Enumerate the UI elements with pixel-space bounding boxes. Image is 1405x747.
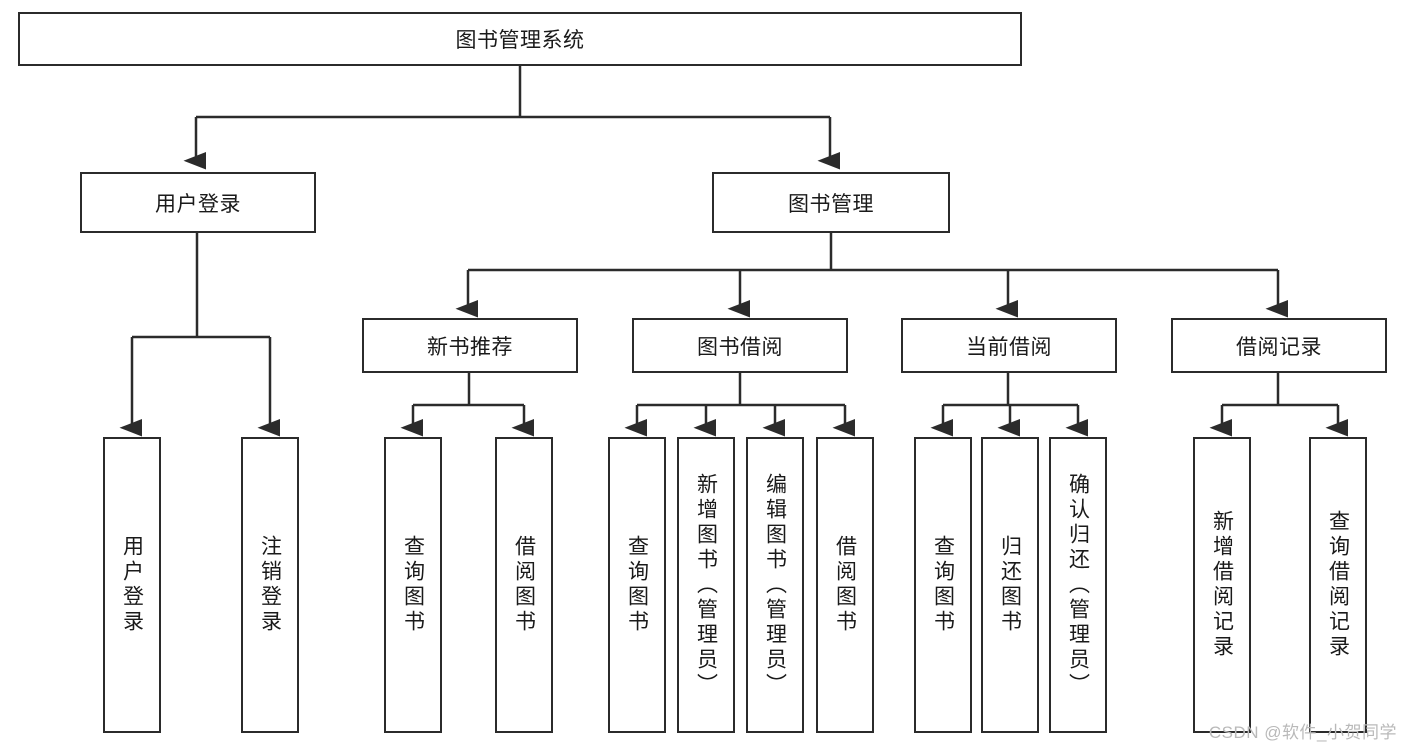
node-label: 用户登录 <box>155 192 241 216</box>
watermark: CSDN @软件_小贺同学 <box>1208 723 1397 742</box>
node-label: 借阅记录 <box>1236 335 1322 359</box>
node-label: 图书管理系统 <box>455 29 585 52</box>
node-label: 当前借阅 <box>966 335 1052 359</box>
leaf-user-login[interactable]: 用户登录 <box>103 437 161 733</box>
node-book-management[interactable]: 图书管理 <box>712 172 950 233</box>
leaf-query-borrow-record[interactable]: 查询借阅记录 <box>1309 437 1367 733</box>
leaf-query-book-borrow[interactable]: 查询图书 <box>608 437 666 733</box>
node-label: 查询图书 <box>401 535 425 635</box>
node-label: 查询图书 <box>931 535 955 635</box>
node-label: 查询借阅记录 <box>1326 510 1350 660</box>
node-label: 归还图书 <box>998 535 1022 635</box>
node-label: 用户登录 <box>120 535 144 635</box>
node-user-login[interactable]: 用户登录 <box>80 172 316 233</box>
leaf-borrow-book-recommend[interactable]: 借阅图书 <box>495 437 553 733</box>
leaf-query-book-recommend[interactable]: 查询图书 <box>384 437 442 733</box>
node-root-book-management-system[interactable]: 图书管理系统 <box>18 12 1022 66</box>
leaf-logout[interactable]: 注销登录 <box>241 437 299 733</box>
node-label: 借阅图书 <box>833 535 857 635</box>
node-label: 编辑图书（管理员） <box>763 472 787 698</box>
leaf-add-borrow-record[interactable]: 新增借阅记录 <box>1193 437 1251 733</box>
node-label: 查询图书 <box>625 535 649 635</box>
node-label: 图书管理 <box>788 192 874 216</box>
node-borrow-record[interactable]: 借阅记录 <box>1171 318 1387 373</box>
node-label: 新书推荐 <box>427 335 513 359</box>
node-label: 新增图书（管理员） <box>694 472 718 698</box>
leaf-edit-book-admin[interactable]: 编辑图书（管理员） <box>746 437 804 733</box>
node-current-borrow[interactable]: 当前借阅 <box>901 318 1117 373</box>
leaf-return-book[interactable]: 归还图书 <box>981 437 1039 733</box>
leaf-query-book-current[interactable]: 查询图书 <box>914 437 972 733</box>
node-label: 新增借阅记录 <box>1210 510 1234 660</box>
node-label: 确认归还（管理员） <box>1066 472 1090 698</box>
node-new-book-recommend[interactable]: 新书推荐 <box>362 318 578 373</box>
node-book-borrow[interactable]: 图书借阅 <box>632 318 848 373</box>
leaf-borrow-book[interactable]: 借阅图书 <box>816 437 874 733</box>
node-label: 图书借阅 <box>697 335 783 359</box>
node-label: 注销登录 <box>258 535 282 635</box>
node-label: 借阅图书 <box>512 535 536 635</box>
leaf-confirm-return-admin[interactable]: 确认归还（管理员） <box>1049 437 1107 733</box>
leaf-add-book-admin[interactable]: 新增图书（管理员） <box>677 437 735 733</box>
